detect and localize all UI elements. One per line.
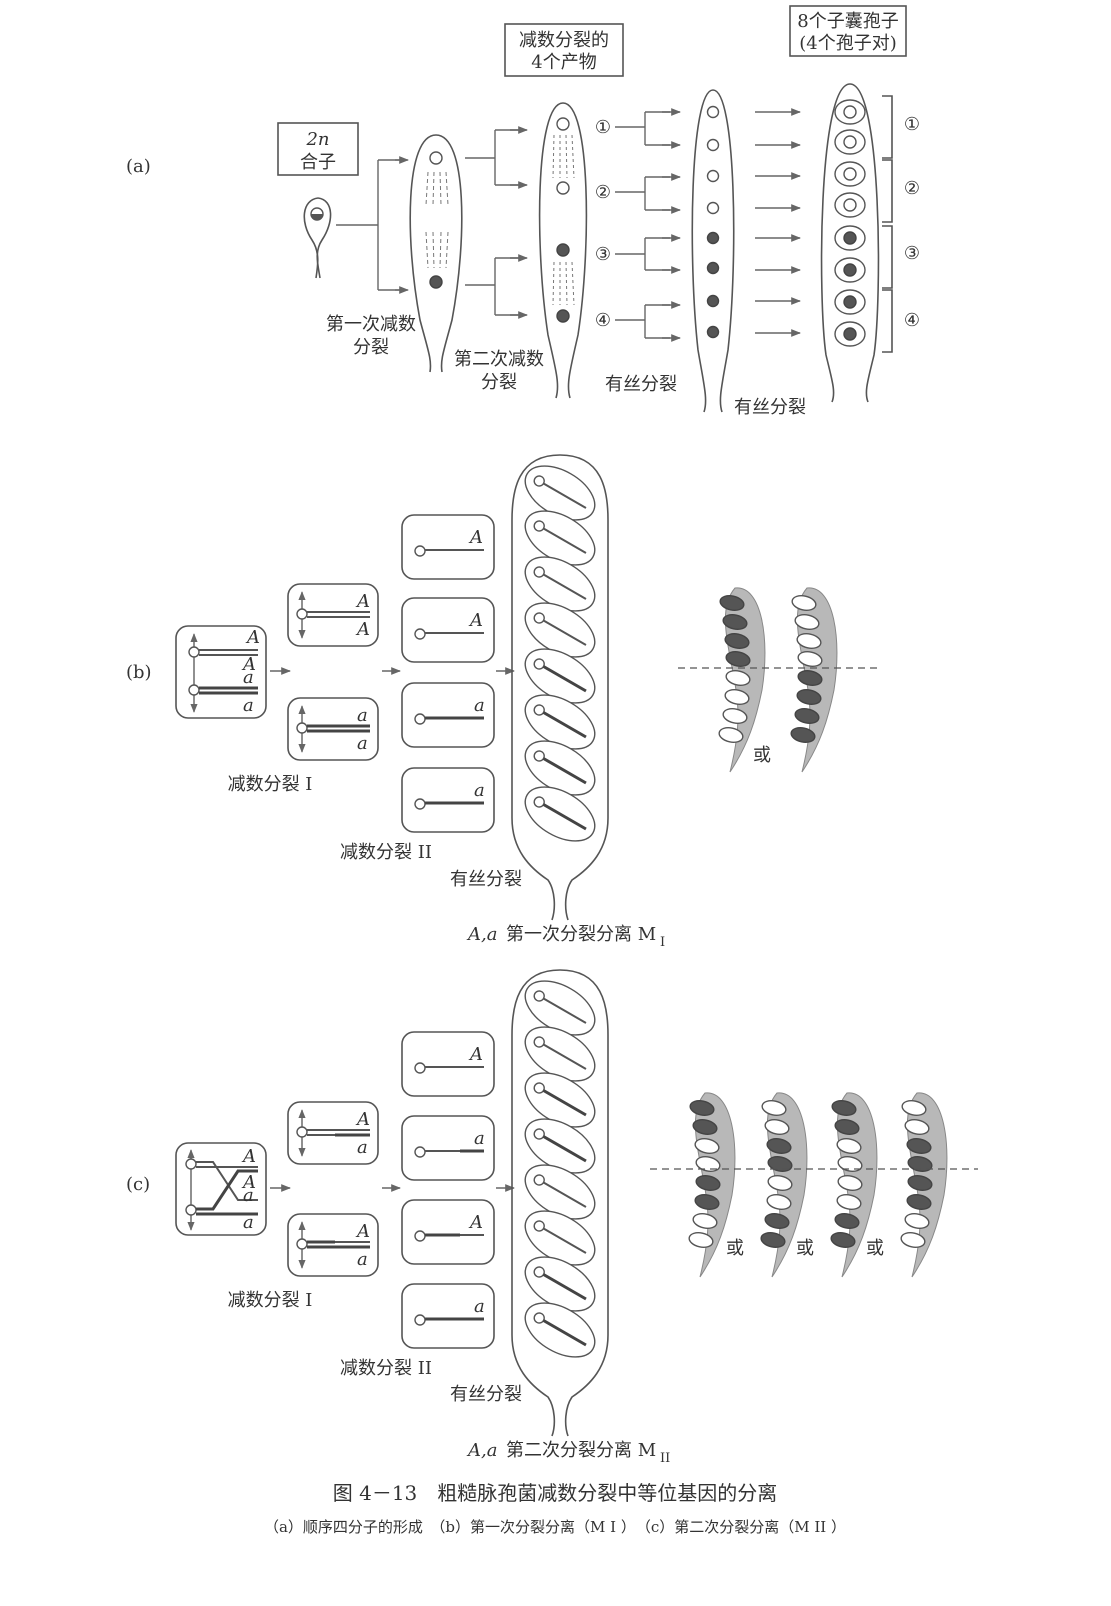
c-or-2: 或 (796, 1238, 814, 1259)
b-meiosis1-box: A A a a (175, 625, 267, 719)
pair-2: ② (904, 178, 920, 199)
b-allele-A2: A (241, 654, 256, 675)
mitosis-cell (691, 89, 735, 413)
b-caption-text: 第一次分裂分离 M (506, 924, 656, 945)
b-meiosis2-label: 减数分裂 II (340, 842, 432, 863)
b-caption-sub: I (660, 935, 665, 950)
products-label-box (504, 23, 624, 77)
b-meiosis1-label: 减数分裂 I (228, 774, 313, 795)
ascospores-label-line1: 8个子囊孢子 (797, 11, 898, 32)
pair-1: ① (904, 114, 920, 135)
product-3: ③ (595, 244, 611, 265)
c-or-1: 或 (726, 1238, 744, 1259)
zygote-label-2n: 2n (305, 129, 329, 150)
mitosis-label-1: 有丝分裂 (605, 374, 677, 395)
figure-caption: 图 4－13 粗糙脉孢菌减数分裂中等位基因的分离 （a）顺序四分子的形成 （b）… (264, 1481, 846, 1536)
panel-a: (a) 2n 合子 第一次减数 分裂 (126, 5, 920, 418)
pair-4: ④ (904, 310, 920, 331)
b-m2-3-a: a (474, 695, 485, 716)
panel-c-label: (c) (126, 1174, 150, 1195)
c-m1-bot-a: a (357, 1249, 368, 1270)
ascospores-label-line2: (4个孢子对) (799, 33, 897, 54)
ascospores-label-box (789, 5, 907, 57)
meiosis1-label-line1: 第一次减数 (326, 314, 416, 335)
c-meiosis1-box: A A a a (175, 1142, 267, 1236)
pair-3: ③ (904, 243, 920, 264)
c-m1-top-a: a (357, 1137, 368, 1158)
c-mitosis-label: 有丝分裂 (450, 1384, 522, 1405)
b-caption: A,a 第一次分裂分离 M I (466, 924, 665, 950)
c-m1-top-A: A (355, 1109, 370, 1130)
c-m2-2-a: a (474, 1128, 485, 1149)
ascus-a (820, 83, 880, 403)
zygote-label-text: 合子 (300, 152, 336, 173)
mitosis-label-2: 有丝分裂 (734, 397, 806, 418)
b-m1-bot-a1: a (357, 705, 368, 726)
b-or: 或 (753, 745, 771, 766)
product-2: ② (595, 182, 611, 203)
product-markers: ① ② ③ ④ (595, 117, 611, 331)
product-1: ① (595, 117, 611, 138)
products-label-line2: 4个产物 (531, 52, 596, 73)
c-caption-sub: II (660, 1451, 670, 1466)
branch-to-meiosis1 (336, 159, 405, 291)
b-mitosis-label: 有丝分裂 (450, 869, 522, 890)
meiosis1-cell (409, 134, 463, 373)
c-small-asci: 或 或 或 (650, 1092, 978, 1278)
c-m1-bot-A: A (355, 1221, 370, 1242)
figure-title: 图 4－13 粗糙脉孢菌减数分裂中等位基因的分离 (333, 1481, 778, 1505)
product-4: ④ (595, 310, 611, 331)
b-m1-top-A1: A (355, 591, 370, 612)
products-label-line1: 减数分裂的 (519, 30, 609, 51)
figure-subtitle: （a）顺序四分子的形成 （b）第一次分裂分离（M I ） （c）第二次分裂分离（… (264, 1518, 846, 1536)
c-caption-prefix: A,a (466, 1440, 497, 1461)
b-caption-prefix: A,a (466, 924, 497, 945)
c-m1-a2: a (243, 1212, 254, 1233)
pair-brackets (882, 95, 893, 353)
b-allele-a1: a (243, 667, 254, 688)
b-m2-4-a: a (474, 780, 485, 801)
c-m2-1-A: A (468, 1044, 483, 1065)
meiosis2-cell (538, 102, 588, 399)
panel-c: (c) A A a a 减数分裂 I A a (126, 969, 978, 1466)
zygote-cell (303, 197, 332, 279)
panel-b: (b) A A a a 减数分裂 I A A (126, 454, 880, 950)
c-after-m1-top: A a (287, 1101, 379, 1165)
meiosis1-nucleus-bottom (429, 275, 443, 289)
c-m1-A1: A (241, 1146, 256, 1167)
b-after-m1-top: A A (287, 583, 379, 647)
b-m1-bot-a2: a (357, 733, 368, 754)
panel-b-label: (b) (126, 662, 152, 683)
meiosis1-nucleus-top (429, 151, 443, 165)
c-or-3: 或 (866, 1238, 884, 1259)
b-after-m2: A A a a (401, 514, 495, 833)
c-m2-3-A: A (468, 1212, 483, 1233)
meiosis2-label-line2: 分裂 (481, 372, 517, 393)
b-allele-a2: a (243, 695, 254, 716)
c-meiosis1-label: 减数分裂 I (228, 1290, 313, 1311)
c-after-m2: A a A a (401, 1031, 495, 1349)
b-ascus (511, 454, 609, 921)
b-m2-2-A: A (468, 610, 483, 631)
b-m1-top-A2: A (355, 619, 370, 640)
c-caption: A,a 第二次分裂分离 M II (466, 1440, 670, 1466)
c-meiosis2-label: 减数分裂 II (340, 1358, 432, 1379)
b-m2-1-A: A (468, 527, 483, 548)
b-after-m1-bottom: a a (287, 697, 379, 761)
c-caption-text: 第二次分裂分离 M (506, 1440, 656, 1461)
c-m1-a1: a (243, 1185, 254, 1206)
panel-a-label: (a) (126, 156, 151, 177)
b-allele-A1: A (245, 627, 260, 648)
zygote-label-box (277, 122, 359, 176)
b-small-asci: 或 (678, 587, 880, 773)
meiosis2-label-line1: 第二次减数 (454, 349, 544, 370)
c-ascus (511, 969, 609, 1437)
meiosis1-label-line2: 分裂 (353, 337, 389, 358)
c-m2-4-a: a (474, 1296, 485, 1317)
c-after-m1-bottom: A a (287, 1213, 379, 1277)
c-m1-A2: A (241, 1172, 256, 1193)
